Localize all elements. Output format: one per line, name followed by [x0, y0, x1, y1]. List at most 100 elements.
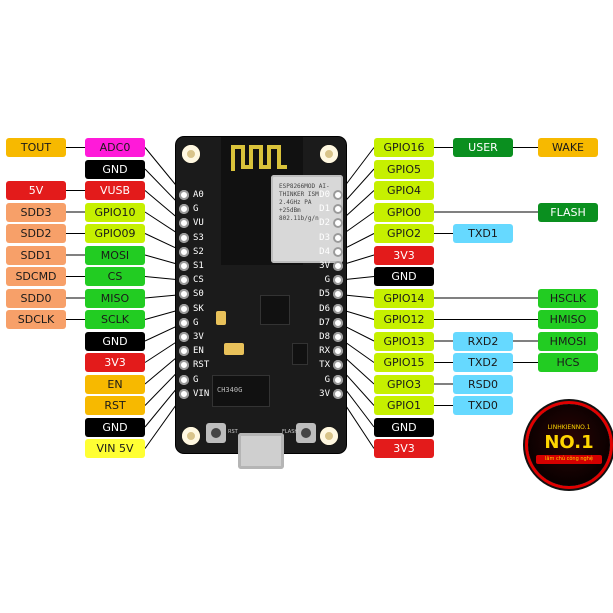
header-pin [179, 346, 189, 357]
pin-label: D2 [319, 218, 330, 229]
pin-label: 3V [319, 388, 330, 399]
pin-label: G [193, 317, 199, 328]
component-chip [292, 343, 308, 365]
right-pin-label: HMOSI [538, 331, 598, 351]
flash-button[interactable] [296, 423, 316, 443]
esp-module: ESP8266MOD AI-THINKER ISM 2.4GHz PA +25d… [221, 137, 343, 265]
left-pin-label: VIN 5V [85, 439, 145, 458]
flash-button-label: FLASH [282, 429, 299, 435]
header-pin [333, 246, 343, 257]
pin-label: G [193, 374, 199, 385]
pin-label: D8 [319, 332, 330, 342]
left-pin-label: EN [85, 374, 145, 394]
header-pin [179, 360, 189, 371]
header-pin [179, 190, 189, 200]
right-pin-label: GPIO14 [374, 288, 434, 308]
right-pin-label: GPIO13 [374, 331, 434, 351]
header-pin [179, 317, 189, 328]
pin-label: G [324, 374, 330, 385]
right-pin-label: WAKE [538, 138, 598, 157]
header-pin [333, 360, 343, 371]
chip-text: CH340G [217, 386, 243, 394]
nodemcu-board: ESP8266MOD AI-THINKER ISM 2.4GHz PA +25d… [176, 137, 346, 453]
header-pin [179, 218, 189, 229]
header-pin [333, 346, 343, 357]
pin-label: D6 [319, 303, 330, 314]
header-pin [333, 374, 343, 385]
right-pin-label: GPIO5 [374, 159, 434, 179]
mounting-hole [320, 427, 338, 445]
pin-label: TX [319, 360, 330, 371]
header-pin [333, 190, 343, 200]
header-pin [179, 374, 189, 385]
capacitor [216, 311, 226, 325]
left-pin-label: GND [85, 159, 145, 179]
usb-serial-chip: CH340G [212, 375, 270, 407]
header-pin [333, 332, 343, 342]
right-pin-label: FLASH [538, 202, 598, 222]
right-pin-label: RXD2 [453, 331, 513, 351]
pin-label: D0 [319, 190, 330, 200]
pin-label: EN [193, 346, 204, 357]
left-pin-label: GND [85, 331, 145, 351]
right-pin-label: TXD0 [453, 396, 513, 415]
right-pin-label: GPIO2 [374, 224, 434, 243]
left-pin-label: SDD0 [6, 288, 66, 308]
left-pin-label: GPIO09 [85, 224, 145, 243]
pin-label: S2 [193, 246, 204, 257]
right-pin-label: HCS [538, 353, 598, 372]
header-pin [333, 289, 343, 300]
pin-label: CS [193, 275, 204, 286]
left-pin-label: VUSB [85, 181, 145, 200]
pin-label: RST [193, 360, 210, 371]
pin-label: S3 [193, 232, 204, 243]
header-pin [179, 232, 189, 243]
header-pin [179, 204, 189, 215]
header-pin [179, 303, 189, 314]
header-pin [333, 388, 343, 399]
left-pin-label: SDD1 [6, 245, 66, 265]
header-pin [333, 261, 343, 271]
header-pin [333, 317, 343, 328]
header-pin [179, 388, 189, 399]
left-pin-label: RST [85, 396, 145, 415]
left-pin-label: MOSI [85, 245, 145, 265]
pin-label: VU [193, 218, 204, 229]
rf-shield: ESP8266MOD AI-THINKER ISM 2.4GHz PA +25d… [271, 175, 343, 263]
pin-label: D1 [319, 204, 330, 215]
right-pin-label: RSD0 [453, 374, 513, 394]
right-pin-label: GPIO1 [374, 396, 434, 415]
right-pin-label: HSCLK [538, 288, 598, 308]
rst-button[interactable] [206, 423, 226, 443]
pin-label: S1 [193, 261, 204, 271]
left-pin-label: SDCLK [6, 310, 66, 329]
header-pin [179, 246, 189, 257]
left-pin-label: 3V3 [85, 353, 145, 372]
right-pin-label: GPIO3 [374, 374, 434, 394]
badge-top-text: LINHKIENNO.1 [547, 424, 591, 431]
right-pin-label: 3V3 [374, 245, 434, 265]
pin-label: A0 [193, 190, 204, 200]
led [224, 343, 244, 355]
right-pin-label: GND [374, 417, 434, 437]
pin-label: RX [319, 346, 330, 357]
pin-label: G [193, 204, 199, 215]
pin-label: S0 [193, 289, 204, 300]
pin-label: 3V [319, 261, 330, 271]
header-pin [333, 218, 343, 229]
left-pin-label: SDD2 [6, 224, 66, 243]
micro-usb-port[interactable] [238, 433, 284, 469]
right-pin-label: GPIO15 [374, 353, 434, 372]
left-pin-label: MISO [85, 288, 145, 308]
badge-bottom-text: lâm chủ công nghệ [536, 455, 602, 464]
left-pin-label: SDCMD [6, 267, 66, 286]
pin-label: D5 [319, 289, 330, 300]
left-pin-label: GPIO10 [85, 202, 145, 222]
left-pin-label: ADC0 [85, 138, 145, 157]
pin-label: SK [193, 303, 204, 314]
right-pin-label: 3V3 [374, 439, 434, 458]
shield-text: ESP8266MOD AI-THINKER ISM 2.4GHz PA +25d… [279, 183, 330, 222]
header-pin [333, 275, 343, 286]
right-pin-label: USER [453, 138, 513, 157]
left-pin-label: TOUT [6, 138, 66, 157]
